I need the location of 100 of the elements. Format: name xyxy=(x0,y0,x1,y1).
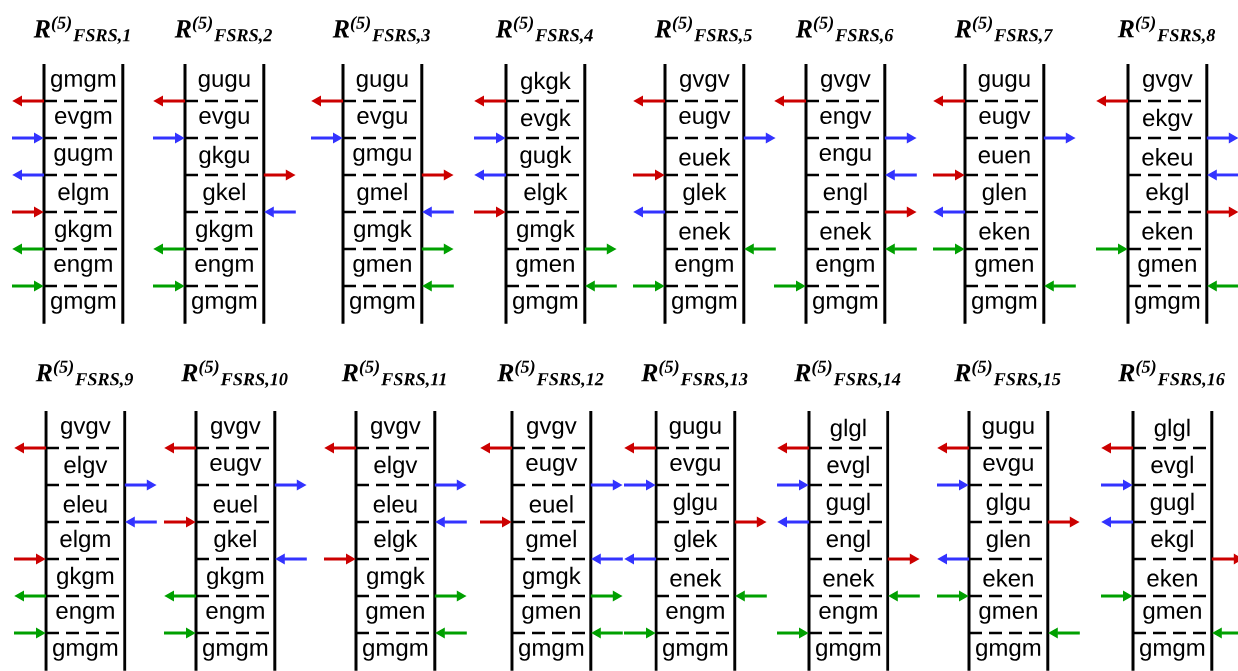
state-label: evgk xyxy=(521,108,571,132)
state-label: engm xyxy=(819,605,877,624)
state-label: eleu xyxy=(373,495,417,513)
state-label: ekgl xyxy=(1151,529,1193,553)
state-label: gkgk xyxy=(521,71,571,95)
state-label: eugv xyxy=(526,457,578,476)
state-label: evgm xyxy=(55,110,112,129)
state-label: engm xyxy=(56,605,114,624)
state-label: glgl xyxy=(830,418,866,442)
state-label: gugu xyxy=(356,73,408,92)
state-label: gkgu xyxy=(199,145,249,169)
state-label: gkgm xyxy=(55,219,112,243)
state-label: gmgm xyxy=(192,295,257,314)
panel-heading: R$^{(5)}$FSRS,10 xyxy=(181,360,288,388)
state-label: engm xyxy=(675,258,733,277)
panel-heading: R$^{(5)}$FSRS,11 xyxy=(341,360,446,388)
state-label: gvgv xyxy=(371,420,421,439)
panel-heading: R$^{(5)}$FSRS,4 xyxy=(495,16,593,44)
state-label: eken xyxy=(983,569,1033,587)
state-label: gmen xyxy=(516,258,574,277)
state-label: gugl xyxy=(1150,492,1194,516)
state-label: gmgm xyxy=(51,295,116,314)
state-label: gmen xyxy=(1143,605,1201,624)
state-label: gvgv xyxy=(61,420,111,439)
state-label: glen xyxy=(986,529,1030,553)
state-label: gvgv xyxy=(680,73,730,92)
panel-heading: R$^{(5)}$FSRS,12 xyxy=(497,360,604,388)
panel-heading: R$^{(5)}$FSRS,13 xyxy=(641,360,748,388)
state-label: gmen xyxy=(1138,258,1196,277)
state-label: euen xyxy=(978,150,1030,164)
state-label: gmgm xyxy=(1135,295,1200,314)
state-label: gugu xyxy=(669,420,721,439)
state-label: gmgm xyxy=(53,642,118,661)
state-label: gmgu xyxy=(353,147,411,166)
state-label: enek xyxy=(670,569,722,587)
state-label: glen xyxy=(982,182,1026,206)
state-label: engu xyxy=(819,147,871,166)
state-label: glgu xyxy=(986,492,1030,516)
state-label: engv xyxy=(820,110,872,129)
state-label: evgu xyxy=(199,110,249,129)
state-label: gmgm xyxy=(513,295,578,314)
state-label: eleu xyxy=(63,495,107,513)
state-label: gmgm xyxy=(672,295,737,314)
state-label: gugu xyxy=(982,420,1034,439)
state-label: gmen xyxy=(975,258,1033,277)
state-label: gvgv xyxy=(1143,73,1193,92)
state-label: gkgm xyxy=(57,566,114,590)
state-label: gkgm xyxy=(196,219,253,243)
state-label: evgu xyxy=(983,457,1033,476)
state-label: gugk xyxy=(520,145,572,169)
state-label: engm xyxy=(816,258,874,277)
panel-heading: R$^{(5)}$FSRS,2 xyxy=(174,16,272,44)
state-label: glek xyxy=(683,182,727,206)
state-label: enek xyxy=(820,222,872,240)
state-label: engm xyxy=(666,605,724,624)
state-label: gkgm xyxy=(207,566,264,590)
state-label: elgv xyxy=(64,455,108,479)
state-label: eugv xyxy=(979,110,1031,129)
state-label: elgk xyxy=(524,182,568,206)
panel-heading: R$^{(5)}$FSRS,7 xyxy=(954,16,1053,44)
state-label: elgm xyxy=(58,182,108,206)
state-label: gmgm xyxy=(51,73,116,92)
state-label: gmgk xyxy=(354,219,412,243)
state-label: glgl xyxy=(1154,418,1190,442)
state-label: gugu xyxy=(978,73,1030,92)
state-label: evgl xyxy=(1151,455,1193,479)
state-label: gmgm xyxy=(972,295,1037,314)
state-label: gmgm xyxy=(203,642,268,661)
state-label: ekeu xyxy=(1142,148,1192,166)
state-label: eugv xyxy=(679,110,731,129)
state-label: gmgm xyxy=(813,295,878,314)
panel-heading: R$^{(5)}$FSRS,6 xyxy=(795,16,894,44)
state-label: engm xyxy=(206,605,264,624)
state-label: gmgk xyxy=(367,566,425,590)
state-label: gkel xyxy=(203,182,245,206)
state-label: engl xyxy=(823,182,867,206)
state-label: gmgm xyxy=(350,295,415,314)
state-label: gmen xyxy=(366,605,424,624)
state-label: enek xyxy=(823,569,875,587)
state-label: eken xyxy=(1147,569,1197,587)
state-label: glgu xyxy=(673,492,717,516)
state-label: eugv xyxy=(210,457,262,476)
state-label: gmgm xyxy=(1140,642,1205,661)
panel-heading: R$^{(5)}$FSRS,16 xyxy=(1118,360,1225,388)
state-label: gmen xyxy=(522,605,580,624)
state-label: gvgv xyxy=(211,420,261,439)
state-label: evgu xyxy=(357,110,407,129)
state-label: gugu xyxy=(198,73,250,92)
state-label: elgk xyxy=(374,529,418,553)
state-label: gmen xyxy=(353,258,411,277)
state-label: gvgv xyxy=(821,73,871,92)
state-label: engm xyxy=(195,258,253,277)
state-label: eken xyxy=(1142,222,1192,240)
state-label: gmgm xyxy=(363,642,428,661)
state-label: engm xyxy=(54,258,112,277)
panel-heading: R$^{(5)}$FSRS,5 xyxy=(654,16,752,44)
state-label: euek xyxy=(679,148,731,166)
state-label: euel xyxy=(213,495,257,513)
state-label: evgu xyxy=(670,457,720,476)
state-label: glek xyxy=(674,529,718,553)
